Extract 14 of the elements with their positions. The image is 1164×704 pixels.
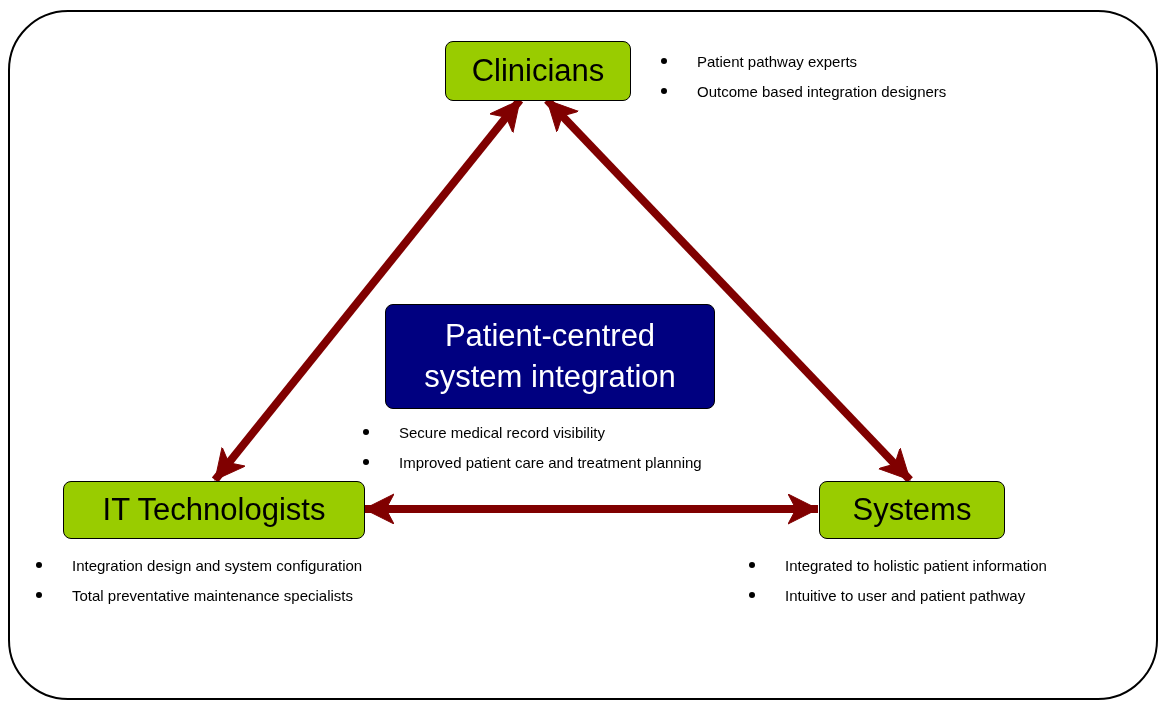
bullet-text: Integrated to holistic patient information — [785, 556, 1047, 574]
role-box: Systems — [819, 481, 1005, 539]
bullet-text: Patient pathway experts — [697, 52, 858, 70]
bullet-text: Intuitive to user and patient pathway — [785, 586, 1026, 604]
frame-box — [8, 10, 1158, 700]
bullet-text: Secure medical record visibility — [399, 423, 605, 441]
double-arrow — [363, 493, 819, 525]
role-box: Clinicians — [445, 41, 631, 101]
bullet-text: Outcome based integration designers — [697, 82, 947, 100]
role-box: IT Technologists — [63, 481, 365, 539]
title-box: Patient-centred system integration — [385, 304, 715, 409]
bullet-text: Total preventative maintenance specialists — [72, 586, 353, 604]
bullet-text: Integration design and system configuration — [72, 556, 363, 574]
bullet-text: Improved patient care and treatment planning — [399, 453, 702, 471]
